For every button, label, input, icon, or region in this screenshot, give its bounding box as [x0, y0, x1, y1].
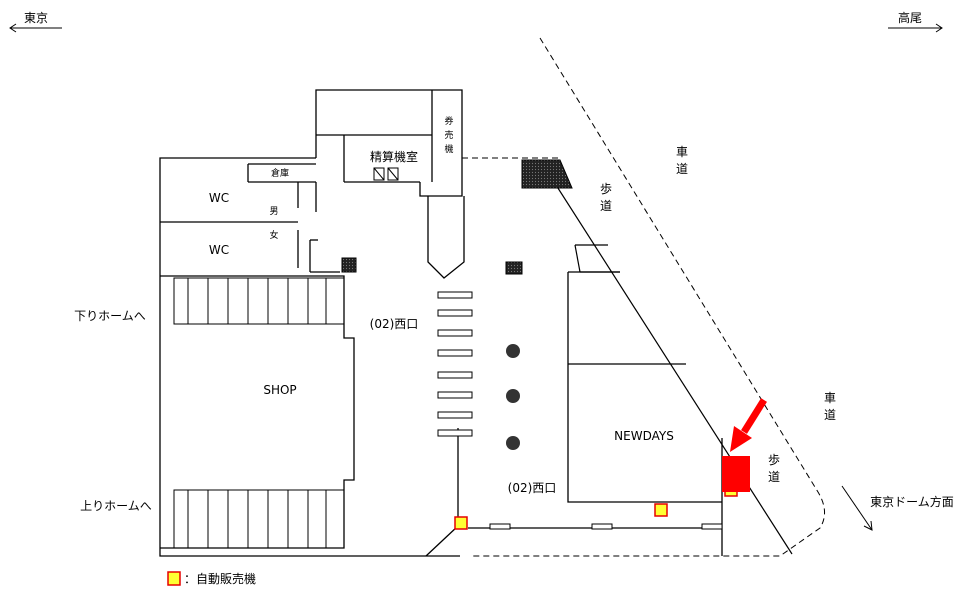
- road-lines: [462, 37, 825, 557]
- direction-bottom-right-arrow: [841, 485, 873, 531]
- vending-machine-icon: [454, 516, 468, 530]
- women-label: 女: [269, 229, 278, 241]
- walk-right-char-1: 歩: [768, 452, 780, 467]
- platform-down-label: 下りホームへ: [74, 309, 146, 323]
- wc-women-label: WC: [209, 243, 229, 257]
- kenbaiki-char-2: 売: [444, 129, 453, 141]
- hatched-blocks: [341, 159, 573, 275]
- highlight-location: [722, 456, 750, 492]
- road-top-char-2: 道: [676, 162, 688, 176]
- men-label: 男: [269, 206, 278, 217]
- kenbaiki-char-3: 機: [444, 143, 453, 155]
- storage-label: 倉庫: [271, 167, 289, 179]
- exit-upper-label: (02)西口: [370, 317, 419, 331]
- stubs: [489, 523, 723, 530]
- walk-top-char-2: 道: [600, 199, 612, 213]
- kenbaiki-char-1: 券: [444, 115, 453, 127]
- stairs-lower: [173, 489, 345, 549]
- legend-swatch: [167, 571, 181, 586]
- direction-left-label: 東京: [24, 11, 48, 25]
- building-walls: [159, 89, 723, 557]
- walk-right-char-2: 道: [768, 470, 780, 484]
- vending-machine-icon: [654, 503, 668, 517]
- direction-bottom-right-label: 東京ドーム方面: [870, 494, 954, 509]
- sidewalk-edge: [539, 159, 793, 555]
- pointer-arrow-icon: [730, 398, 767, 452]
- pillars: [506, 344, 520, 450]
- wc-men-label: WC: [209, 191, 229, 205]
- walk-top-char-1: 歩: [600, 181, 612, 196]
- legend-label: ：自動販売機: [184, 571, 256, 586]
- gate-icons: [373, 167, 399, 181]
- direction-right: 高尾: [888, 10, 943, 33]
- road-right-char-2: 道: [824, 408, 836, 422]
- direction-left: 東京: [9, 11, 62, 33]
- exit-lower-label: (02)西口: [508, 481, 557, 495]
- newdays-label: NEWDAYS: [614, 429, 674, 443]
- vending-machines: [454, 483, 738, 530]
- road-top-char-1: 車: [676, 145, 688, 159]
- shop-label: SHOP: [263, 383, 296, 397]
- seisan-room-label: 精算機室: [370, 149, 418, 164]
- platform-up-label: 上りホームへ: [80, 499, 152, 513]
- road-right-char-1: 車: [824, 391, 836, 405]
- floor-markers: [437, 291, 473, 437]
- direction-right-label: 高尾: [898, 10, 922, 25]
- stairs-upper: [173, 277, 345, 325]
